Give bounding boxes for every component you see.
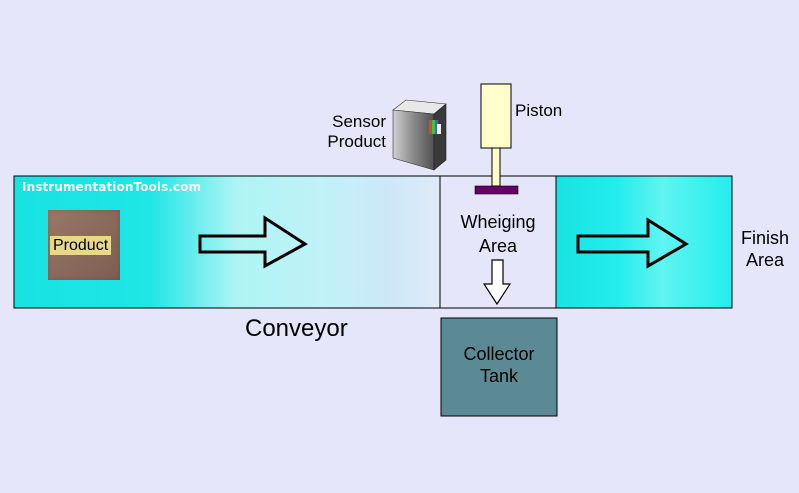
flow-arrow-down-icon [482, 259, 512, 306]
finish-area-label: Finish Area [736, 227, 794, 271]
collector-tank-label: Collector Tank [441, 343, 557, 387]
finish-area [555, 175, 733, 309]
finish-label-line1: Finish [740, 228, 789, 248]
piston-label: Piston [515, 101, 563, 120]
piston-rod [491, 147, 501, 187]
flow-arrow-right-icon [576, 217, 689, 269]
piston-body [480, 83, 512, 149]
watermark-text: InstrumentationTools.com [22, 180, 202, 194]
piston-plate [474, 185, 519, 195]
finish-label-line2: Area [745, 250, 785, 270]
flow-arrow-right-icon [198, 215, 308, 269]
weighing-area-label: Wheiging Area [440, 210, 556, 258]
collector-label-line1: Collector [463, 344, 535, 364]
sensor-label-line1: Sensor [332, 112, 386, 131]
conveyor-label: Conveyor [245, 315, 348, 342]
weighing-label-line2: Area [478, 236, 518, 256]
collector-tank [440, 317, 558, 417]
weighing-label-line1: Wheiging [460, 212, 536, 232]
sensor-label-line2: Product [327, 132, 386, 152]
sensor-device-icon [392, 99, 447, 171]
collector-label-line2: Tank [479, 366, 519, 386]
sensor-label: Sensor Product [320, 112, 386, 153]
product-label: Product [50, 236, 112, 255]
